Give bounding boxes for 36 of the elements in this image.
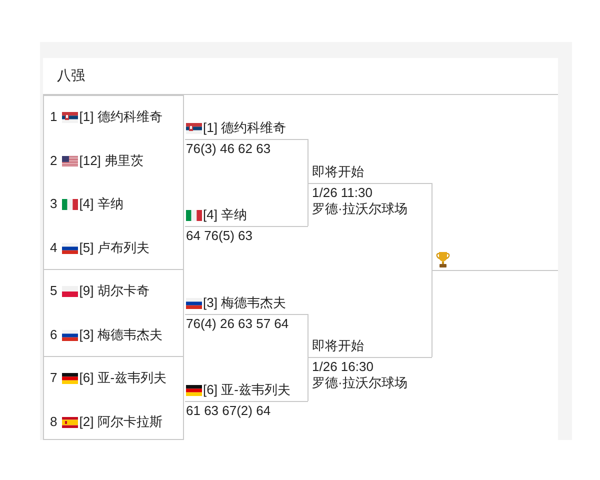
row-number: 2: [50, 153, 58, 169]
player-name: [9] 胡尔卡奇: [79, 283, 150, 299]
section-heading: 八强: [57, 67, 85, 84]
row-number: 5: [50, 283, 58, 299]
match-cell: [43, 95, 184, 184]
match-status: 即将开始: [312, 164, 364, 180]
player-name: [3] 梅德韦杰夫: [203, 295, 286, 311]
venue-name: 罗德·拉沃尔球场: [312, 375, 408, 391]
player-name: [3] 梅德韦杰夫: [79, 327, 162, 343]
venue-name: 罗德·拉沃尔球场: [312, 201, 408, 217]
match-cell: [43, 183, 184, 270]
match-cell: [43, 357, 184, 440]
match-score: 61 63 67(2) 64: [186, 403, 271, 419]
row-number: 1: [50, 109, 58, 125]
row-number: 6: [50, 327, 58, 343]
row-number: 3: [50, 196, 58, 212]
row-number: 8: [50, 414, 58, 430]
player-name: [12] 弗里茨: [79, 153, 144, 169]
player-name: [2] 阿尔卡拉斯: [79, 414, 162, 430]
match-time: 1/26 16:30: [312, 359, 374, 375]
row-number: 4: [50, 240, 58, 256]
match-score: 76(3) 46 62 63: [186, 141, 271, 157]
match-status: 即将开始: [312, 338, 364, 354]
player-name: [6] 亚-兹韦列夫: [79, 370, 167, 386]
match-score: 64 76(5) 63: [186, 228, 252, 244]
match-score: 76(4) 26 63 57 64: [186, 316, 289, 332]
player-name: [6] 亚-兹韦列夫: [203, 382, 290, 398]
player-name: [1] 德约科维奇: [79, 109, 162, 125]
player-name: [4] 辛纳: [79, 196, 124, 212]
player-name: [1] 德约科维奇: [203, 120, 286, 136]
player-name: [4] 辛纳: [203, 207, 248, 223]
match-time: 1/26 11:30: [312, 185, 372, 201]
player-name: [5] 卢布列夫: [79, 240, 150, 256]
match-cell: [43, 270, 184, 357]
row-number: 7: [50, 370, 58, 386]
champion-slot: [432, 250, 558, 271]
